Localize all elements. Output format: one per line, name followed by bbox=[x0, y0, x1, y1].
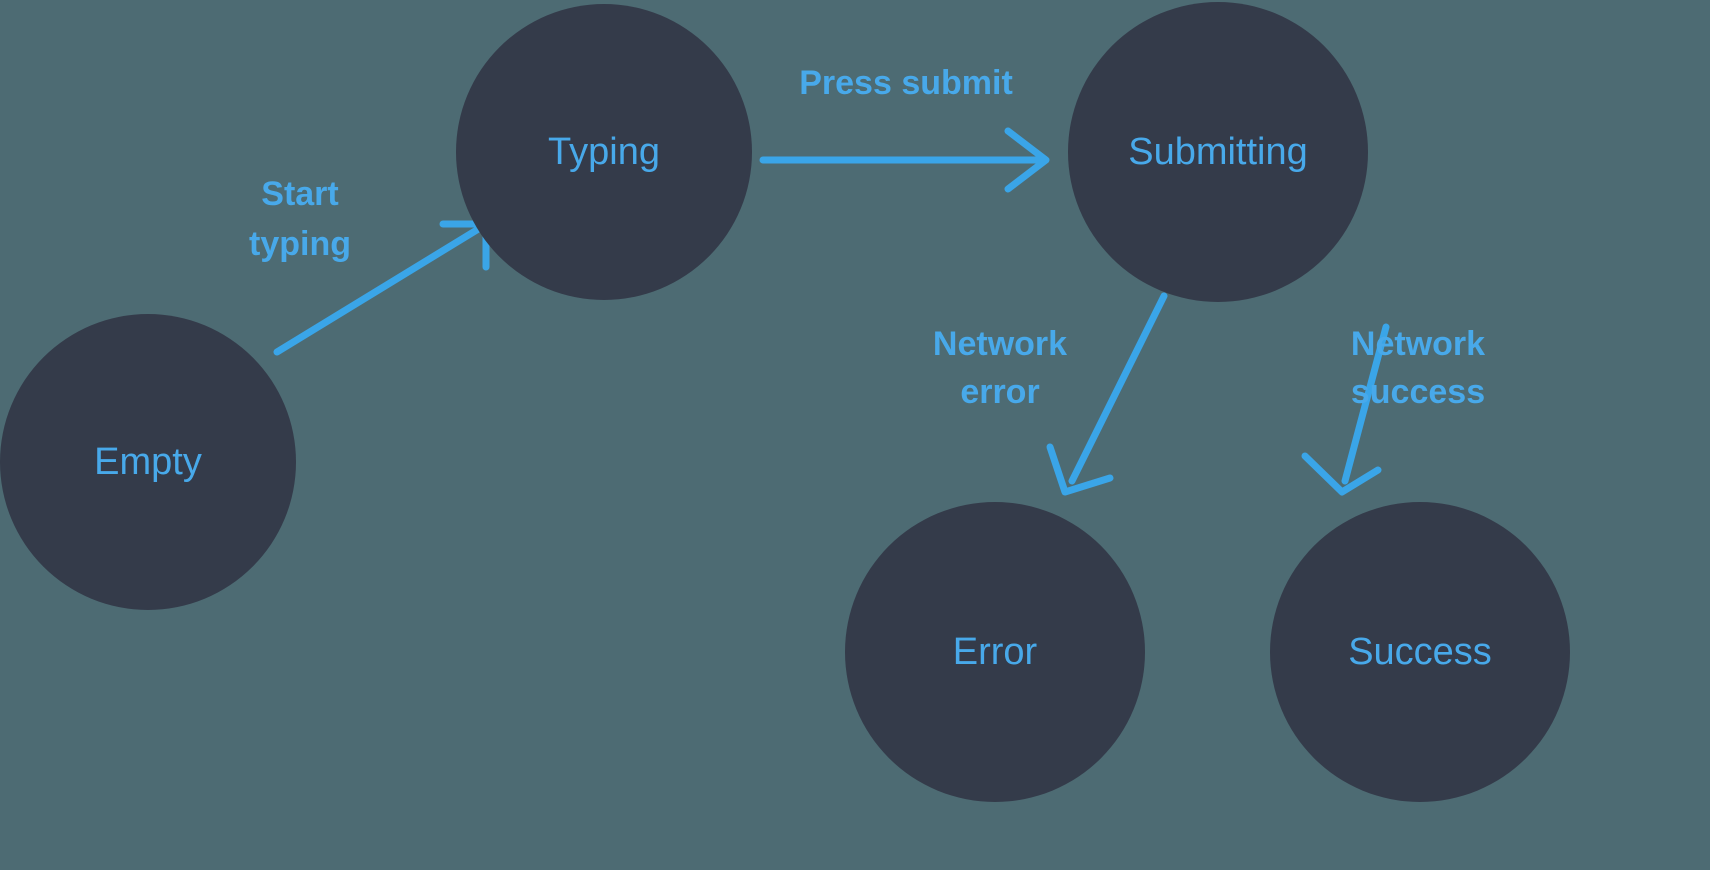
edge-label-network-success: Network success bbox=[1351, 325, 1485, 411]
edge-label-start-typing-line-2: typing bbox=[249, 225, 351, 263]
edge-press-submit bbox=[759, 127, 1050, 193]
edge-network-error-arrowhead bbox=[1046, 443, 1114, 496]
edge-label-network-success-line-1: Network bbox=[1351, 325, 1485, 363]
edge-press-submit-arrowhead bbox=[1004, 127, 1050, 193]
state-node-typing[interactable]: Typing bbox=[456, 4, 752, 300]
edge-label-start-typing-line-1: Start bbox=[261, 175, 338, 213]
edge-label-network-error: Network error bbox=[933, 325, 1067, 411]
state-node-empty[interactable]: Empty bbox=[0, 314, 296, 610]
state-label-error: Error bbox=[953, 631, 1038, 673]
edge-label-network-error-line-1: Network bbox=[933, 325, 1067, 363]
state-circle-error[interactable] bbox=[845, 502, 1145, 802]
state-node-success[interactable]: Success bbox=[1270, 502, 1570, 802]
edge-network-success-shaft bbox=[1341, 323, 1390, 485]
edge-network-error-shaft bbox=[1068, 292, 1168, 485]
state-label-success: Success bbox=[1348, 631, 1492, 673]
state-label-empty: Empty bbox=[94, 441, 202, 483]
edge-network-error bbox=[1046, 292, 1168, 496]
state-circle-typing[interactable] bbox=[456, 4, 752, 300]
edge-label-network-error-line-2: error bbox=[960, 373, 1039, 411]
state-label-typing: Typing bbox=[548, 131, 660, 173]
edge-network-success bbox=[1301, 323, 1390, 496]
edge-label-start-typing: Start typing bbox=[249, 175, 351, 263]
edge-start-typing-shaft bbox=[273, 224, 484, 356]
edge-network-success-arrowhead bbox=[1301, 452, 1382, 496]
state-circle-success[interactable] bbox=[1270, 502, 1570, 802]
state-label-submitting: Submitting bbox=[1128, 131, 1308, 173]
state-circle-submitting[interactable] bbox=[1068, 2, 1368, 302]
state-node-error[interactable]: Error bbox=[845, 502, 1145, 802]
state-circle-empty[interactable] bbox=[0, 314, 296, 610]
edge-label-network-success-line-2: success bbox=[1351, 373, 1485, 411]
state-node-submitting[interactable]: Submitting bbox=[1068, 2, 1368, 302]
edge-label-press-submit-line-1: Press submit bbox=[799, 64, 1013, 102]
edge-label-press-submit: Press submit bbox=[799, 64, 1013, 102]
